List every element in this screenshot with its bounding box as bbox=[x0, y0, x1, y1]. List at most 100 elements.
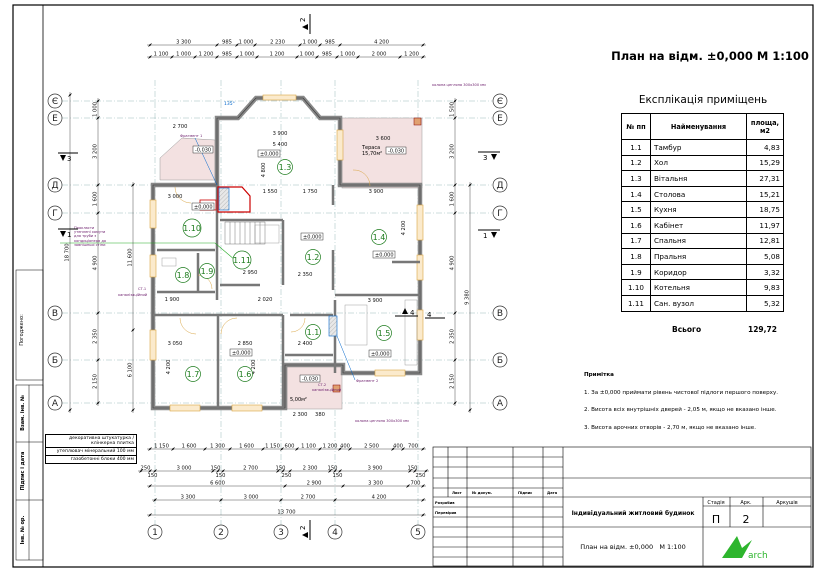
inner-dimension-label: 4 200 bbox=[251, 360, 257, 375]
axis-row-label: Д bbox=[51, 181, 58, 191]
cell-area: 15,29 bbox=[746, 154, 784, 172]
room-number: 1.8 bbox=[177, 271, 190, 280]
dimension-label: 1 000 bbox=[340, 52, 355, 58]
dimension-label: 150 bbox=[333, 473, 343, 479]
cell-name: Сан. вузол bbox=[650, 294, 747, 312]
terrace-name: Тераса bbox=[361, 145, 380, 151]
tb-stage-label: Стадія bbox=[707, 500, 724, 506]
room-marker bbox=[175, 267, 191, 283]
kitchen-furniture bbox=[161, 224, 418, 366]
inner-dimension-label: 3 900 bbox=[369, 189, 384, 195]
fragment2-label: Фрагмент 2 bbox=[356, 379, 378, 383]
dimension-label: 250 bbox=[141, 466, 151, 472]
dimension-label: 150 bbox=[328, 466, 338, 472]
axis-bubble-col bbox=[273, 524, 289, 540]
cell-num: 1.10 bbox=[621, 279, 651, 296]
dimension-label: 11 600 bbox=[128, 248, 134, 266]
wall-layer-insulation: утеплювач мінеральний 100 мм bbox=[46, 448, 136, 456]
wall-layer-finish: декоративна штукатурка / клінкерна плитк… bbox=[46, 435, 136, 448]
dimension-label: 1 000 bbox=[240, 52, 255, 58]
dimension-label: 2 300 bbox=[303, 466, 318, 472]
room-number: 1.2 bbox=[307, 253, 320, 262]
axis-row-label: В bbox=[52, 309, 58, 319]
dimension-label: 150 bbox=[276, 466, 286, 472]
side-label-replace-inv: Взам. інв. № bbox=[20, 395, 26, 431]
notes-title: Примітка bbox=[584, 372, 614, 378]
cell-num: 1.1 bbox=[621, 139, 651, 156]
axis-row-label: В bbox=[497, 309, 503, 319]
axis-bubble-row bbox=[47, 305, 63, 321]
axis-row-label: Е bbox=[497, 114, 503, 124]
tb-role-checked: Перевірив bbox=[435, 511, 457, 515]
dimension-label: 3 200 bbox=[93, 144, 99, 159]
axis-bubble-col bbox=[410, 524, 426, 540]
dimension-label: 6 600 bbox=[210, 481, 225, 487]
logo-text: arch bbox=[748, 551, 768, 561]
axis-bubble-row bbox=[492, 177, 508, 193]
dimension-label: 1 600 bbox=[450, 192, 456, 207]
room-number: 1.3 bbox=[279, 163, 292, 172]
axis-bubble-row bbox=[47, 395, 63, 411]
angle-label: 135° bbox=[224, 101, 235, 107]
side-strip bbox=[15, 269, 44, 561]
inner-dimension-label: 4 200 bbox=[401, 221, 407, 236]
dimension-label: 1 000 bbox=[93, 102, 99, 117]
axis-row-label: Є bbox=[497, 97, 503, 107]
dimension-label: 1 600 bbox=[93, 192, 99, 207]
dimension-label: 2 700 bbox=[243, 466, 258, 472]
axis-row-label: Б bbox=[52, 356, 58, 366]
cell-area: 15,21 bbox=[746, 185, 784, 203]
dimension-label: 1 100 bbox=[301, 444, 316, 450]
section-2-bottom: 2 bbox=[299, 526, 307, 530]
room-number: 1.10 bbox=[183, 224, 201, 233]
dimension-label: 1 200 bbox=[270, 52, 285, 58]
dimension-label: 4 900 bbox=[93, 256, 99, 271]
cell-name: Пральня bbox=[650, 248, 747, 265]
tb-sheet-title: План на відм. ±0,000 М 1:100 bbox=[580, 543, 685, 551]
dimension-label: 3 000 bbox=[244, 495, 259, 501]
dimension-label: 2 700 bbox=[301, 495, 316, 501]
section-4-plan: 4 bbox=[410, 309, 415, 317]
inner-dimension-label: 1 900 bbox=[165, 297, 180, 303]
terrace-area-value: 15,70м² bbox=[362, 151, 382, 157]
inner-dimension-label: 2 350 bbox=[298, 272, 313, 278]
dimension-label: 1 500 bbox=[450, 102, 456, 117]
level-terrace: -0,030 bbox=[388, 149, 404, 155]
level-hall: ±0,000 bbox=[303, 235, 322, 241]
axis-row-label: А bbox=[497, 399, 504, 409]
axis-col-label: 5 bbox=[415, 528, 421, 538]
axis-bubble-row bbox=[47, 110, 63, 126]
dimension-label: 150 bbox=[211, 466, 221, 472]
cell-area: 18,75 bbox=[746, 201, 784, 218]
inner-dimension-label: 2 850 bbox=[238, 341, 253, 347]
tb-stage-value: П bbox=[712, 513, 720, 526]
level-boiler: ±0,000 bbox=[194, 205, 213, 211]
cell-area: 4,83 bbox=[746, 139, 784, 156]
dimension-label: 700 bbox=[411, 481, 421, 487]
brick-column-1 bbox=[413, 117, 422, 126]
cell-area: 9,83 bbox=[746, 279, 784, 296]
inner-dimension-label: 2 950 bbox=[243, 270, 258, 276]
wall-legend: декоративна штукатурка / клінкерна плитк… bbox=[45, 434, 137, 464]
cell-name: Коридор bbox=[650, 263, 747, 281]
room-marker bbox=[305, 249, 321, 265]
dimension-label: 3 900 bbox=[368, 466, 383, 472]
fireplace bbox=[217, 186, 251, 213]
total-value: 129,72 bbox=[748, 325, 777, 334]
dimension-label: 700 bbox=[408, 444, 418, 450]
room-number: 1.5 bbox=[378, 329, 391, 338]
door-swings bbox=[174, 169, 371, 335]
dimension-label: 150 bbox=[408, 466, 418, 472]
axis-row-label: Г bbox=[497, 209, 503, 219]
windows bbox=[149, 94, 424, 412]
